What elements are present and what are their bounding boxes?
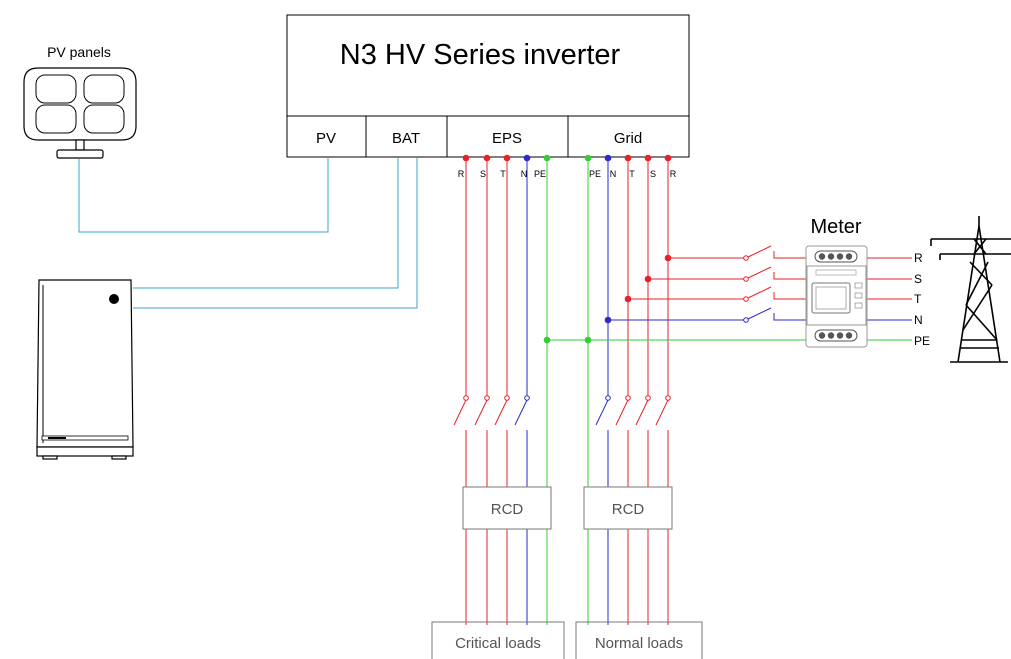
rcd-critical-label: RCD xyxy=(491,501,524,518)
eps-terminal-n: N xyxy=(521,169,528,179)
grid-terminal-labels: PE N T S R xyxy=(589,169,677,179)
battery-icon xyxy=(36,279,134,460)
rcd-critical: RCD xyxy=(462,486,552,530)
grid-terminal-r: R xyxy=(670,169,677,179)
grid-terminal-s: S xyxy=(650,169,656,179)
meter-icon xyxy=(805,245,868,348)
critical-loads-box: Critical loads xyxy=(431,621,565,659)
critical-loads-label: Critical loads xyxy=(455,635,541,652)
port-grid-label: Grid xyxy=(614,130,642,147)
inverter-title: N3 HV Series inverter xyxy=(340,39,621,71)
meter-label: Meter xyxy=(810,216,861,238)
grid-terminal-t: T xyxy=(629,169,635,179)
port-pv-label: PV xyxy=(316,130,336,147)
pv-panel-icon xyxy=(23,67,137,159)
grid-terminal-pe: PE xyxy=(589,169,601,179)
eps-terminal-r: R xyxy=(458,169,465,179)
eps-terminal-t: T xyxy=(500,169,506,179)
pv-panels-label: PV panels xyxy=(47,44,111,60)
meter-feed-lines xyxy=(547,245,912,341)
port-bat-label: BAT xyxy=(392,130,420,147)
inverter-body xyxy=(286,14,690,158)
eps-terminal-s: S xyxy=(480,169,486,179)
grid-line-n: N xyxy=(914,313,923,327)
grid-terminal-n: N xyxy=(610,169,617,179)
port-eps-label: EPS xyxy=(492,130,522,147)
eps-conductors xyxy=(453,154,551,625)
normal-loads-label: Normal loads xyxy=(595,635,683,652)
grid-conductors xyxy=(584,154,672,625)
power-tower-icon xyxy=(930,216,1011,363)
grid-line-t: T xyxy=(914,292,922,306)
dc-wiring xyxy=(78,157,418,309)
normal-loads-box: Normal loads xyxy=(575,621,703,659)
grid-line-r: R xyxy=(914,251,923,265)
inverter: N3 HV Series inverter PV BAT EPS Grid xyxy=(286,14,690,158)
grid-line-s: S xyxy=(914,272,922,286)
eps-terminal-pe: PE xyxy=(534,169,546,179)
rcd-normal-label: RCD xyxy=(612,501,645,518)
rcd-normal: RCD xyxy=(583,486,673,530)
grid-line-pe: PE xyxy=(914,334,930,348)
eps-terminal-labels: R S T N PE xyxy=(458,169,546,179)
grid-line-labels: R S T N PE xyxy=(914,251,930,348)
